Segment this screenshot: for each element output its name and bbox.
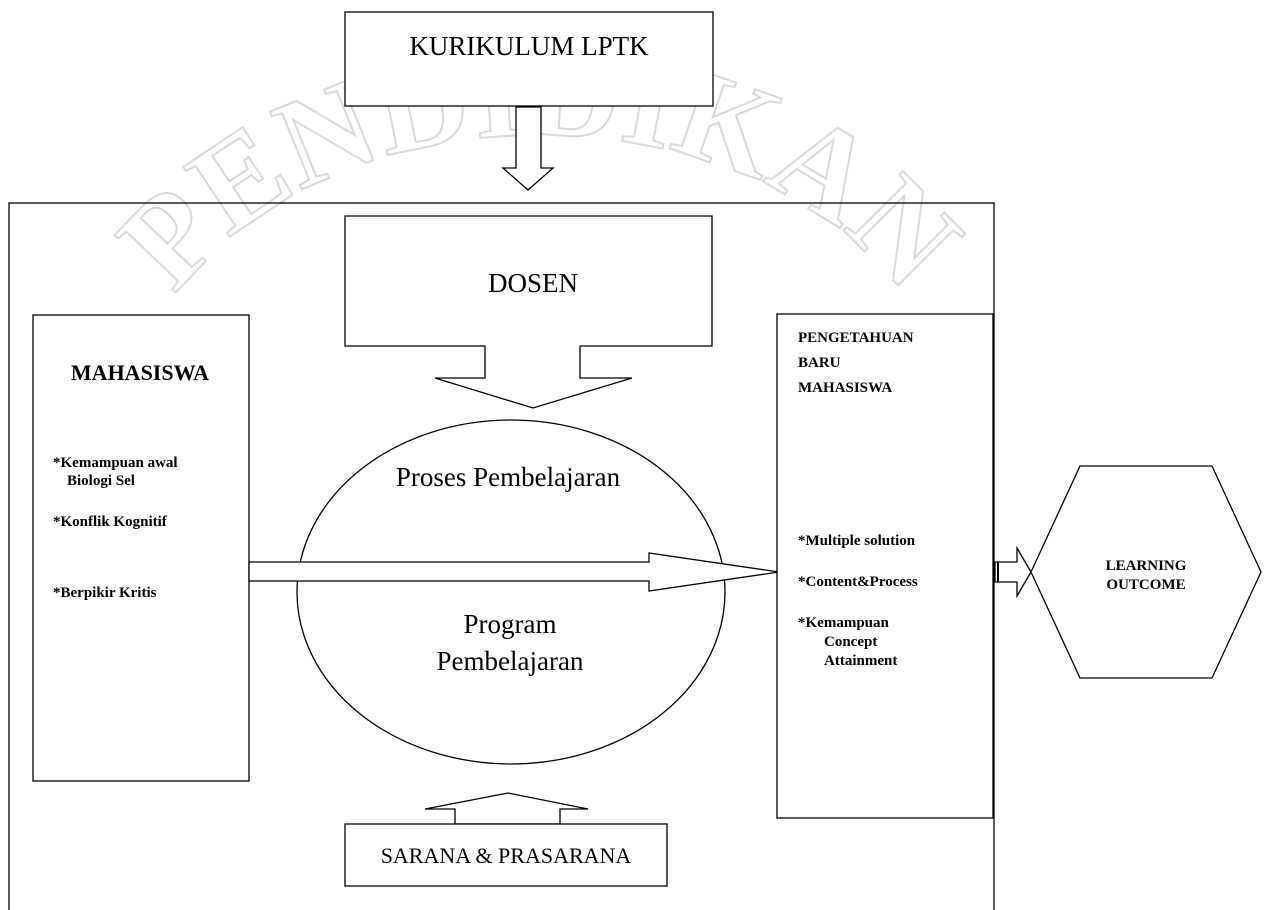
pengetahuan-item-2: *Content&Process: [798, 574, 918, 590]
program-label-2: Pembelajaran: [437, 646, 584, 676]
mahasiswa-item-3: *Berpikir Kritis: [53, 585, 157, 601]
main-container: [8, 202, 995, 910]
sarana-label: SARANA & PRASARANA: [381, 843, 632, 868]
mahasiswa-item-2: *Konflik Kognitif: [53, 514, 168, 530]
kurikulum-label: KURIKULUM LPTK: [409, 31, 649, 61]
kurikulum-down-arrow: [501, 106, 555, 191]
outcome-hexagon: [1030, 465, 1262, 679]
sarana-up-arrow: [424, 792, 589, 825]
mahasiswa-item-1-cont: Biologi Sel: [67, 473, 135, 489]
dosen-callout-outline: [344, 215, 713, 409]
mahasiswa-box: [32, 314, 250, 782]
pengetahuan-title-3: MAHASISWA: [798, 380, 892, 396]
pengetahuan-title-1: PENGETAHUAN: [798, 330, 914, 346]
outcome-arrow: [994, 545, 1032, 599]
pengetahuan-item-3-cont1: Concept: [824, 634, 877, 650]
mahasiswa-title: MAHASISWA: [71, 360, 209, 385]
pengetahuan-item-1: *Multiple solution: [798, 533, 916, 549]
mahasiswa-item-1: *Kemampuan awal: [53, 455, 178, 471]
program-label-1: Program: [464, 609, 557, 639]
pengetahuan-title-2: BARU: [798, 355, 841, 371]
pengetahuan-box: [776, 313, 994, 819]
pengetahuan-item-3-cont2: Attainment: [824, 653, 897, 669]
proses-label: Proses Pembelajaran: [396, 462, 621, 492]
outcome-label-2: OUTCOME: [1106, 577, 1185, 593]
outcome-label-1: LEARNING: [1106, 558, 1187, 574]
dosen-label: DOSEN: [488, 268, 578, 298]
pembelajaran-ellipse: [296, 419, 726, 765]
kurikulum-box: [344, 11, 714, 107]
sarana-box: [344, 823, 668, 887]
process-right-arrow: [248, 552, 780, 592]
pengetahuan-item-3: *Kemampuan: [798, 615, 890, 631]
